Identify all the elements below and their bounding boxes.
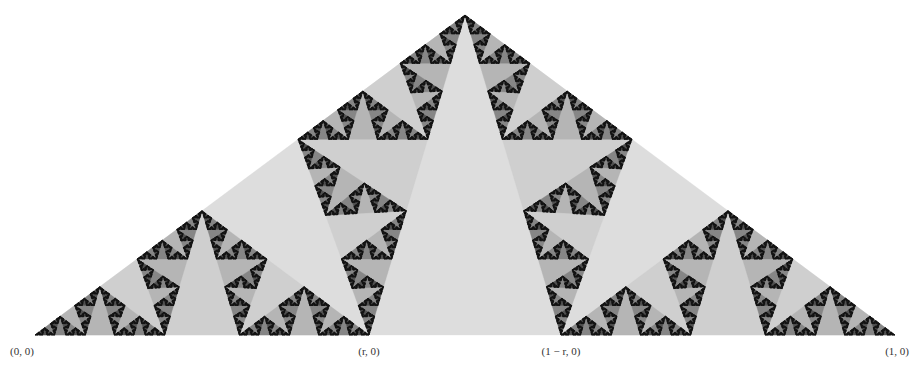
fractal-level (35, 15, 895, 335)
fractal-triangles (35, 15, 895, 335)
fractal-level (35, 15, 895, 335)
fractal-level (35, 15, 895, 335)
fractal-level (35, 15, 895, 335)
coordinate-label: (1 − r, 0) (542, 346, 581, 357)
fractal-level (35, 15, 895, 335)
fractal-triangles (35, 15, 895, 335)
fractal-triangles (35, 15, 895, 335)
fractal-triangles (35, 15, 895, 335)
fractal-triangles (35, 15, 895, 335)
coordinate-label: (0, 0) (10, 346, 34, 357)
fractal-level (35, 15, 895, 335)
coordinate-label: (r, 0) (358, 346, 380, 357)
fractal-triangles (35, 15, 895, 335)
fractal-level (35, 15, 895, 335)
fractal-triangles (35, 15, 895, 335)
coordinate-label: (1, 0) (885, 346, 909, 357)
